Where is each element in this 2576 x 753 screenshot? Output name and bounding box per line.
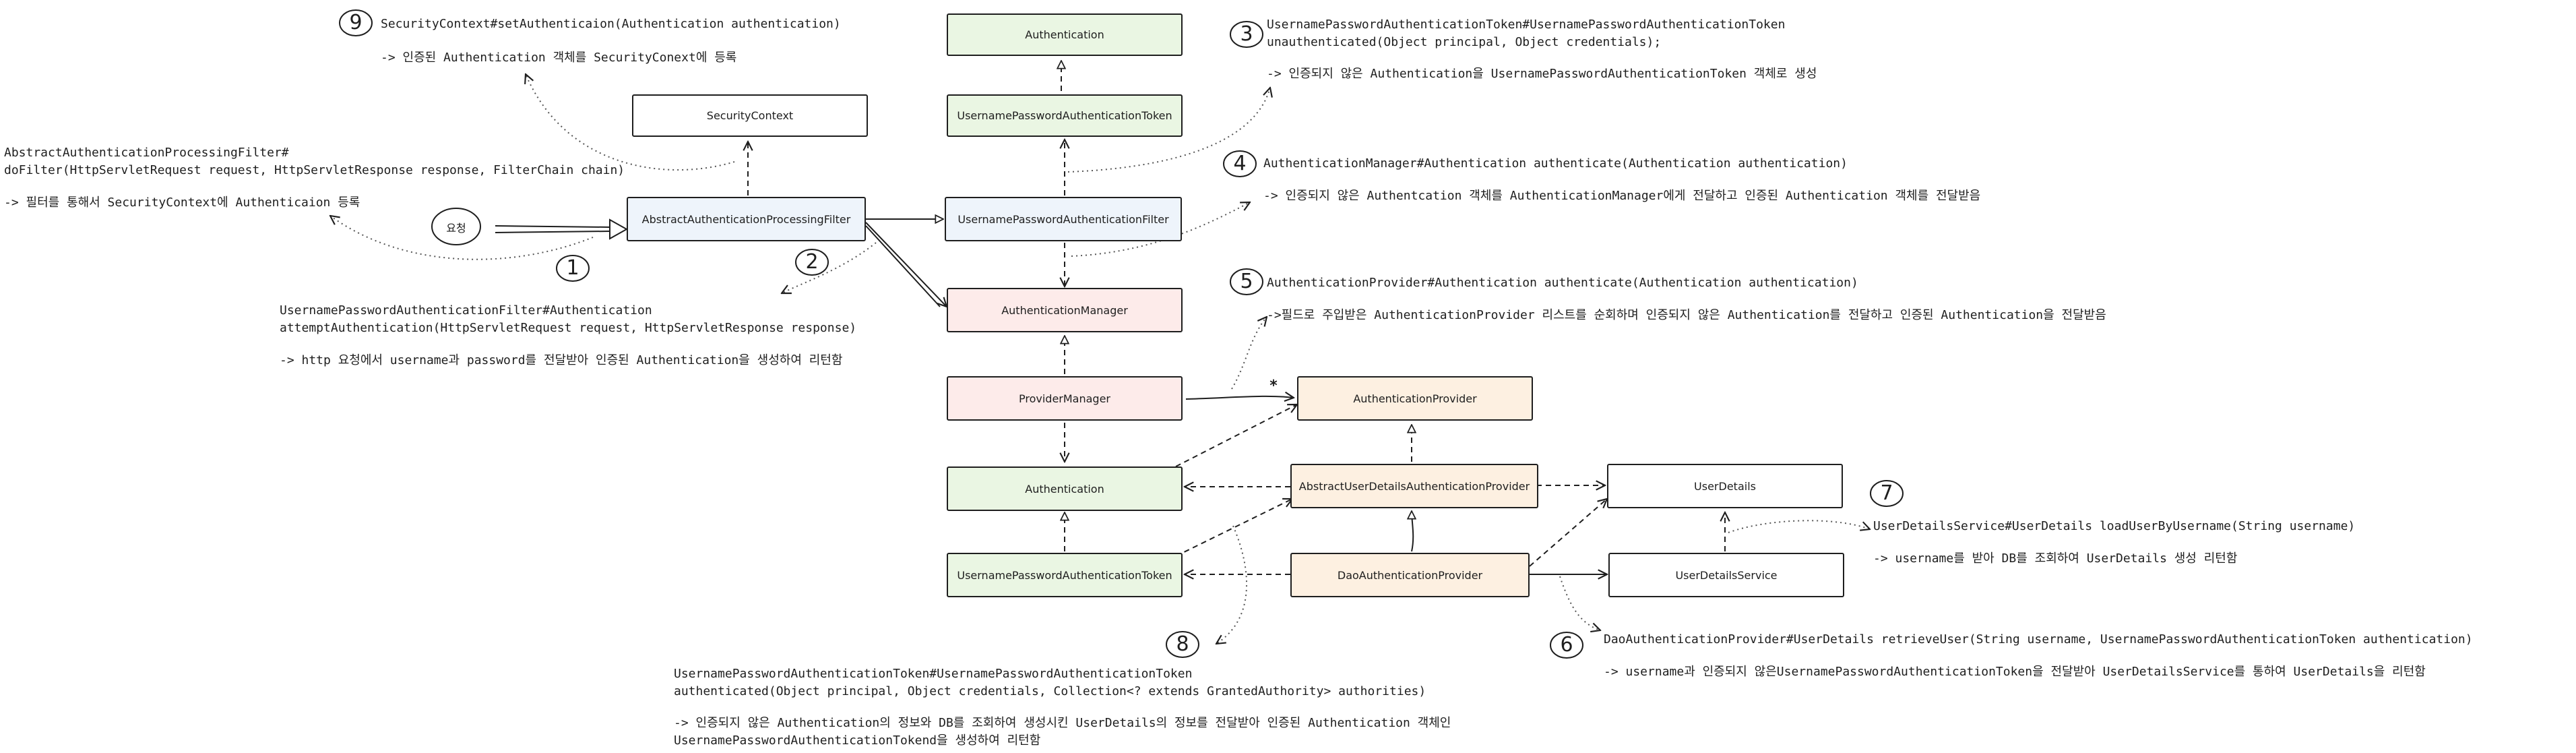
step-8-signature-line1: UsernamePasswordAuthenticationToken#User… <box>674 667 1193 681</box>
leader-2 <box>782 242 877 293</box>
step-9-signature: SecurityContext#setAuthenticaion(Authent… <box>381 17 841 31</box>
step-3-signature-line2: unauthenticated(Object principal, Object… <box>1267 35 1662 49</box>
box-authentication-top: Authentication <box>947 13 1183 56</box>
step-number-2: 2 <box>805 250 819 274</box>
step-circle-7 <box>1870 480 1904 507</box>
step-6-signature: DaoAuthenticationProvider#UserDetails re… <box>1604 632 2473 646</box>
step-circle-9 <box>339 9 373 36</box>
step-1-signature-line1: AbstractAuthenticationProcessingFilter# <box>4 146 289 160</box>
step-8-signature-line2: authenticated(Object principal, Object c… <box>674 684 1426 698</box>
request-label: 요청 <box>446 222 466 235</box>
dao-to-userdetails <box>1529 499 1607 567</box>
request-bubble-outline <box>431 208 481 245</box>
box-user-details: UserDetails <box>1607 464 1843 508</box>
step-6-description: -> username과 인증되지 않은UsernamePasswordAuth… <box>1604 665 2426 679</box>
step-circle-2 <box>795 249 829 276</box>
box-upat-top: UsernamePasswordAuthenticationToken <box>947 94 1183 137</box>
leader-9 <box>526 74 735 171</box>
step-1-signature-line2: doFilter(HttpServletRequest request, Htt… <box>4 163 625 177</box>
step-5-description: ->필드로 주입받은 AuthenticationProvider 리스트를 순… <box>1267 308 2106 322</box>
auth-bottom-to-authprovider <box>1175 404 1297 467</box>
step-3-description: -> 인증되지 않은 Authentication을 UsernamePassw… <box>1267 67 1817 81</box>
step-number-8: 8 <box>1176 632 1189 656</box>
leader-5 <box>1231 317 1267 390</box>
step-9-description: -> 인증된 Authentication 객체를 SecurityConext… <box>381 51 737 65</box>
step-circle-3 <box>1230 21 1263 48</box>
step-7-description: -> username를 받아 DB를 조회하여 UserDetails 생성 … <box>1873 551 2238 566</box>
step-circle-5 <box>1230 268 1263 295</box>
step-number-4: 4 <box>1233 152 1247 175</box>
box-security-context: SecurityContext <box>632 94 868 137</box>
step-3-signature-line1: UsernamePasswordAuthenticationToken#User… <box>1267 18 1786 32</box>
box-dao-provider: DaoAuthenticationProvider <box>1290 553 1530 597</box>
box-upat-bottom: UsernamePasswordAuthenticationToken <box>947 553 1183 597</box>
step-circle-6 <box>1550 632 1583 659</box>
leader-7 <box>1728 520 1870 533</box>
step-circle-1 <box>556 255 590 282</box>
step-number-9: 9 <box>349 11 363 34</box>
step-1-description: -> 필터를 통해서 SecurityContext에 Authenticaio… <box>4 195 360 210</box>
step-5-signature: AuthenticationProvider#Authentication au… <box>1267 276 1858 290</box>
step-2-description: -> http 요청에서 username과 password를 전달받아 인증… <box>280 353 843 367</box>
box-authentication-manager: AuthenticationManager <box>947 288 1183 332</box>
step-number-1: 1 <box>566 256 579 280</box>
dao-to-audap <box>1412 511 1413 552</box>
leader-6 <box>1559 576 1600 630</box>
step-number-3: 3 <box>1240 22 1253 46</box>
step-8-description-line2: UsernamePasswordAuthenticationTokend을 생성… <box>674 733 1041 748</box>
box-authentication-provider: AuthenticationProvider <box>1297 376 1533 421</box>
box-audap: AbstractUserDetailsAuthenticationProvide… <box>1290 464 1538 508</box>
step-7-signature: UserDetailsService#UserDetails loadUserB… <box>1873 519 2356 533</box>
step-number-6: 6 <box>1560 633 1573 657</box>
upat-bottom-to-audap <box>1175 499 1292 557</box>
aapf-to-manager-arrow <box>865 222 947 307</box>
step-4-signature: AuthenticationManager#Authentication aut… <box>1263 156 1848 171</box>
leader-8 <box>1216 525 1247 644</box>
box-provider-manager: ProviderManager <box>947 376 1183 421</box>
step-2-signature-line2: attemptAuthentication(HttpServletRequest… <box>280 321 857 335</box>
step-8-description-line1: -> 인증되지 않은 Authentication의 정보와 DB를 조회하여 … <box>674 716 1451 730</box>
step-4-description: -> 인증되지 않은 Authentcation 객체를 Authenticat… <box>1263 189 1981 203</box>
box-user-details-service: UserDetailsService <box>1608 553 1844 597</box>
step-circle-8 <box>1166 631 1199 658</box>
step-number-7: 7 <box>1880 481 1893 505</box>
step-number-5: 5 <box>1240 270 1253 293</box>
box-aapf: AbstractAuthenticationProcessingFilter <box>627 197 866 241</box>
box-authentication-bottom: Authentication <box>947 466 1183 511</box>
providermanager-to-authprovider <box>1185 396 1294 399</box>
step-2-signature-line1: UsernamePasswordAuthenticationFilter#Aut… <box>280 303 652 318</box>
multiplicity-label: * <box>1269 378 1278 394</box>
step-circle-4 <box>1223 150 1257 177</box>
request-arrow <box>495 225 610 233</box>
box-upaf: UsernamePasswordAuthenticationFilter <box>945 197 1182 241</box>
